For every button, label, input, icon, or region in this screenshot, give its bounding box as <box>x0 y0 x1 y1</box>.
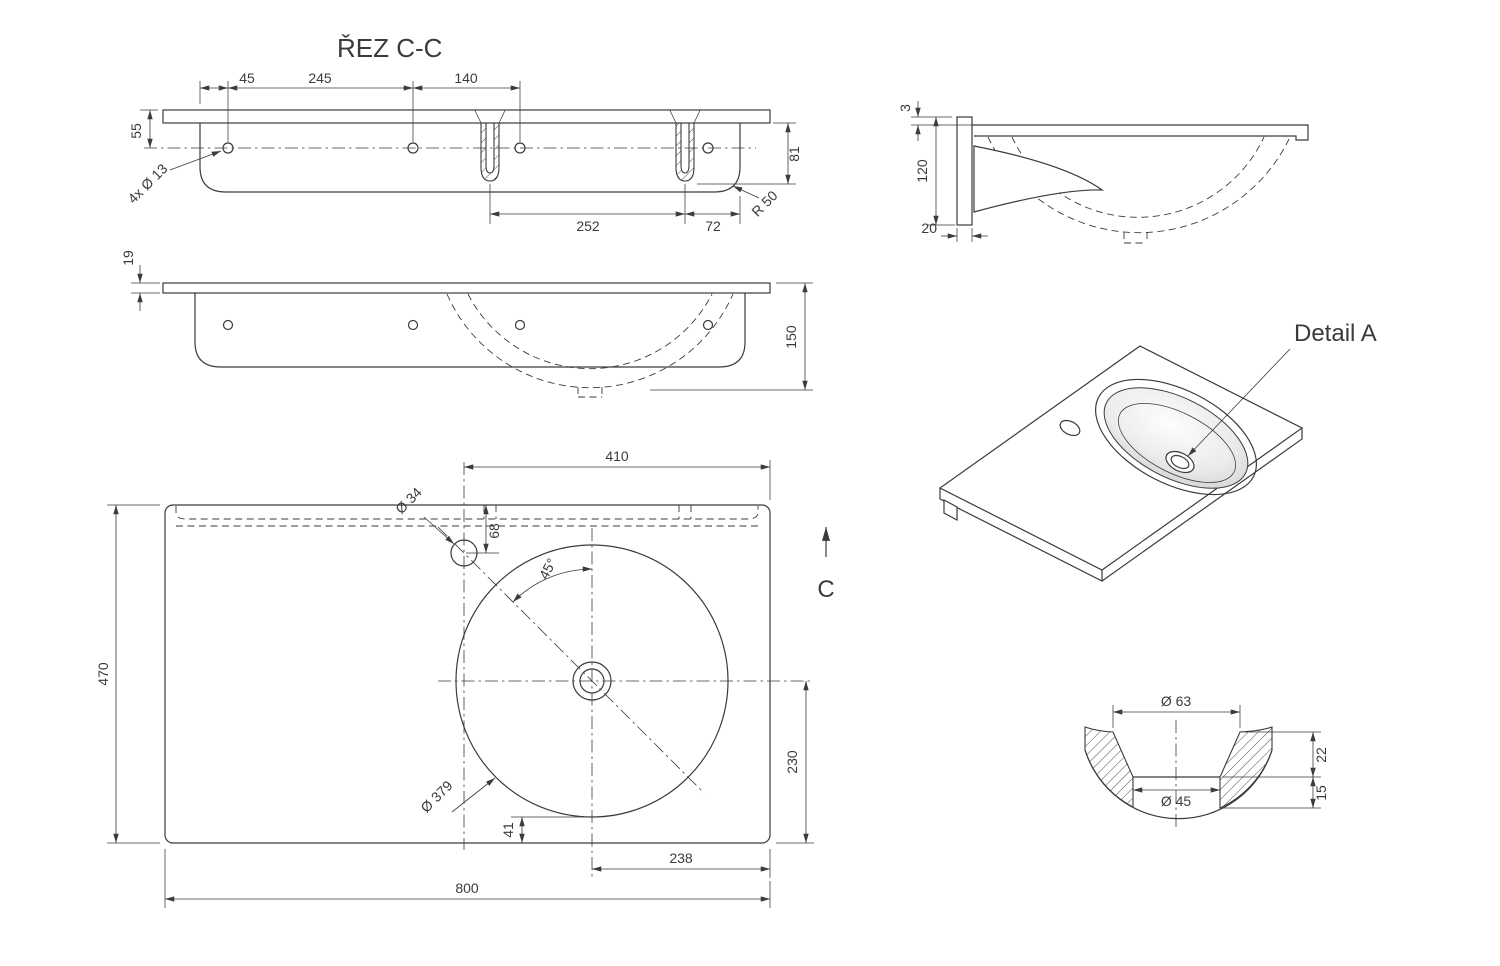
countertop-thickness-edges <box>939 428 1303 582</box>
faucet-note: Ø 34 <box>392 484 425 517</box>
dim-label: 252 <box>576 218 600 234</box>
countertop-plan-outline <box>164 504 771 844</box>
dim-label: 800 <box>455 880 479 896</box>
dim-label: 3 <box>897 104 913 112</box>
dim-label: 230 <box>784 750 800 774</box>
drain-section-material-right <box>1219 726 1273 809</box>
mounting-hole <box>702 142 714 154</box>
hidden-drain-stub <box>1123 232 1148 244</box>
hidden-apron-line <box>175 506 759 520</box>
detail-leader-line <box>1187 348 1291 457</box>
dim-label: 45 <box>239 70 255 86</box>
section-title: ŘEZ C-C <box>337 33 442 63</box>
dim-label: 41 <box>500 822 516 838</box>
basin-bowl-inner-line <box>1117 403 1237 483</box>
mounting-hole <box>222 319 234 331</box>
dim-label: 20 <box>921 220 937 236</box>
mounting-hole <box>514 319 526 331</box>
extension-lines <box>140 81 796 224</box>
channel-flares <box>474 110 701 124</box>
countertop-edge-outline <box>162 282 771 294</box>
mounting-hole <box>407 142 419 154</box>
countertop-profile-outline <box>972 124 1309 141</box>
view-side-profile: 3 120 20 <box>897 101 1309 244</box>
dim-label: 140 <box>454 70 478 86</box>
wall-bracket-outline <box>956 116 973 226</box>
basin-body-outline <box>199 123 741 193</box>
dim-label: 68 <box>486 523 502 539</box>
leader-line <box>732 185 760 199</box>
hidden-bowl-outer <box>987 136 1291 234</box>
mounting-hole <box>702 319 714 331</box>
overflow-channel <box>675 122 695 182</box>
overflow-channel <box>480 122 500 182</box>
dim-label: 150 <box>783 325 799 349</box>
extension-lines <box>107 460 814 908</box>
dim-label: 72 <box>705 218 721 234</box>
dim-label: 245 <box>308 70 332 86</box>
drain-section-material-left <box>1084 726 1134 808</box>
basin-bowl <box>1103 387 1249 489</box>
dim-label: 470 <box>95 662 111 686</box>
hidden-bowl-inner <box>467 293 713 370</box>
basin-note: Ø 379 <box>417 777 455 815</box>
hidden-bowl-outer <box>446 293 734 389</box>
faucet-hole-iso <box>1059 419 1081 437</box>
view-front-elevation: 19 150 <box>120 250 813 398</box>
mounting-holes <box>222 319 714 331</box>
hidden-overflow-slots <box>483 505 692 519</box>
basin-rim-outer <box>1094 378 1258 496</box>
mounting-hole <box>407 319 419 331</box>
dim-label: 81 <box>786 146 802 162</box>
front-spout-profile <box>973 145 1104 213</box>
leader-line <box>423 516 455 545</box>
view-section-cc: ŘEZ C-C 45 245 140 55 4x Ø 13 81 R 50 25… <box>124 33 802 234</box>
angle-label: 45° <box>536 556 560 582</box>
dim-label: 19 <box>120 250 136 266</box>
dim-label: 55 <box>128 123 144 139</box>
view-plan: 410 Ø 34 68 45° 470 Ø 379 230 41 238 800… <box>95 448 835 908</box>
dim-label: 15 <box>1313 785 1329 801</box>
radius-note: R 50 <box>748 187 780 219</box>
hidden-drain-stub <box>577 387 603 398</box>
detail-callout-label: Detail A <box>1294 320 1377 347</box>
mounting-hole <box>514 142 526 154</box>
mounting-holes <box>222 142 714 154</box>
dim-label: Ø 63 <box>1161 693 1192 709</box>
dim-label: 410 <box>605 448 629 464</box>
dim-label: 238 <box>669 850 693 866</box>
view-detail-a: Ø 63 Ø 45 22 15 <box>1084 693 1329 827</box>
section-letter: C <box>817 576 834 603</box>
leader-line <box>169 150 222 171</box>
drain-inner <box>1170 454 1190 470</box>
countertop-section-outline <box>162 109 771 124</box>
leader-line <box>451 777 496 813</box>
dim-label: 120 <box>914 159 930 183</box>
dim-label: 22 <box>1313 747 1329 763</box>
view-isometric: Detail A <box>938 320 1377 582</box>
holes-note: 4x Ø 13 <box>124 160 170 206</box>
extension-lines <box>911 116 973 242</box>
dim-label: Ø 45 <box>1161 793 1192 809</box>
extension-lines <box>1112 705 1321 809</box>
extension-lines <box>131 282 813 391</box>
angle-arc <box>512 566 593 603</box>
wall-bracket-iso <box>943 498 958 522</box>
basin-body-outline <box>194 293 746 368</box>
mounting-hole <box>222 142 234 154</box>
centerline-diagonal-45 <box>437 526 705 794</box>
